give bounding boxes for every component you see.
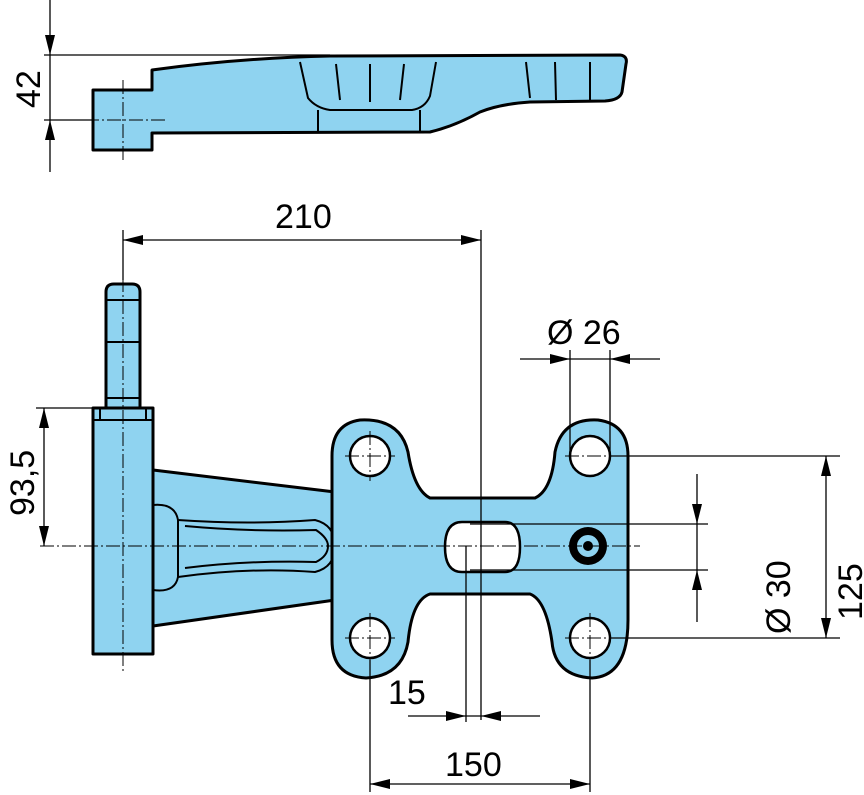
tapered-arm [151,468,337,628]
side-view-web [317,110,421,133]
dimension-diameter-30: Ø 30 [470,474,798,634]
dimension-diameter-30-label: Ø 30 [760,560,798,634]
center-slot [443,520,522,574]
arrow-42-top [45,35,55,55]
front-view [40,278,640,680]
side-view-body [91,53,628,152]
dimension-125: 125 [610,455,864,639]
dimension-diameter-26: Ø 26 [520,314,660,456]
dimension-42-label: 42 [10,70,48,108]
dimension-150-label: 150 [445,746,502,784]
dimension-42: 42 [10,0,330,172]
dimension-15: 15 [388,546,540,722]
side-view-ribs [335,61,591,102]
dimension-15-label: 15 [388,674,426,712]
side-view-pocket [299,61,437,111]
dimension-diameter-26-label: Ø 26 [547,314,621,352]
side-view [85,53,628,162]
arm-rib [152,503,179,592]
arrow-42-bottom [45,120,55,140]
dimension-93-5: 93,5 [4,407,100,546]
dimension-210-label: 210 [275,198,332,236]
dimension-125-label: 125 [832,563,864,620]
dimension-93-5-label: 93,5 [4,450,42,516]
dimension-210: 210 [122,198,482,720]
dimension-150: 150 [369,660,591,792]
